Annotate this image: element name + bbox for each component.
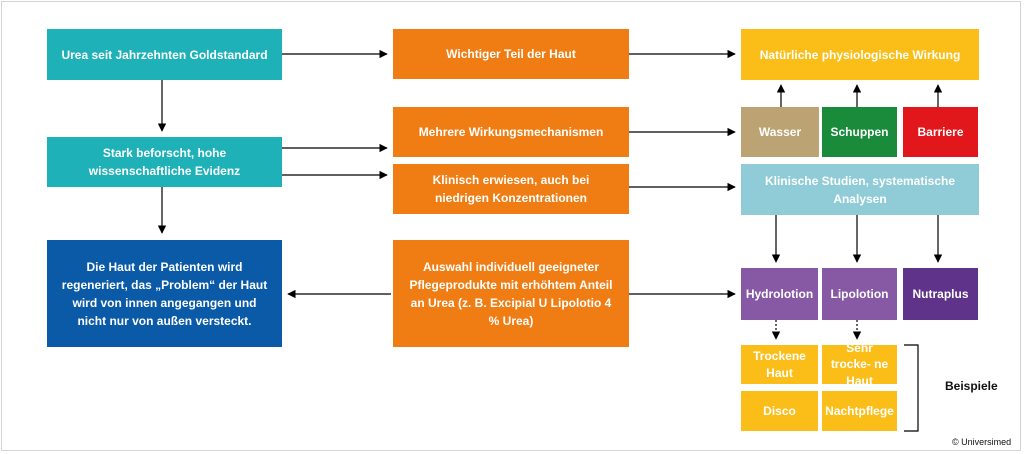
box-wirkungsmechanismen: Mehrere Wirkungsmechanismen <box>393 107 629 157</box>
box-hydrolotion: Hydrolotion <box>741 268 818 320</box>
label-beispiele: Beispiele <box>945 379 998 393</box>
box-auswahl-pflegeprodukte: Auswahl individuell geeigneter Pflegepro… <box>393 240 629 347</box>
box-urea-goldstandard: Urea seit Jahrzehnten Goldstandard <box>47 29 282 80</box>
box-natuerliche-wirkung: Natürliche physiologische Wirkung <box>741 29 979 80</box>
box-barriere: Barriere <box>903 107 978 157</box>
box-haut-regeneriert: Die Haut der Patienten wird regeneriert,… <box>47 240 282 347</box>
box-sehr-trockene-haut: Sehr trocke- ne Haut <box>822 341 897 388</box>
box-nachtpflege: Nachtpflege <box>822 391 897 431</box>
beispiele-bracket <box>904 344 919 432</box>
box-lipolotion: Lipolotion <box>822 268 897 320</box>
box-trockene-haut: Trockene Haut <box>741 345 818 384</box>
box-klinisch-erwiesen: Klinisch erwiesen, auch bei niedrigen Ko… <box>393 164 629 214</box>
box-wichtiger-teil: Wichtiger Teil der Haut <box>393 29 629 79</box>
copyright-text: © Universimed <box>952 437 1012 447</box>
box-wissenschaftliche-evidenz: Stark beforscht, hohe wissenschaftliche … <box>47 137 282 187</box>
box-nutraplus: Nutraplus <box>903 268 978 320</box>
box-klinische-studien: Klinische Studien, systematische Analyse… <box>741 164 979 215</box>
box-schuppen: Schuppen <box>822 107 897 157</box>
box-wasser: Wasser <box>741 107 819 157</box>
box-disco: Disco <box>741 391 818 431</box>
